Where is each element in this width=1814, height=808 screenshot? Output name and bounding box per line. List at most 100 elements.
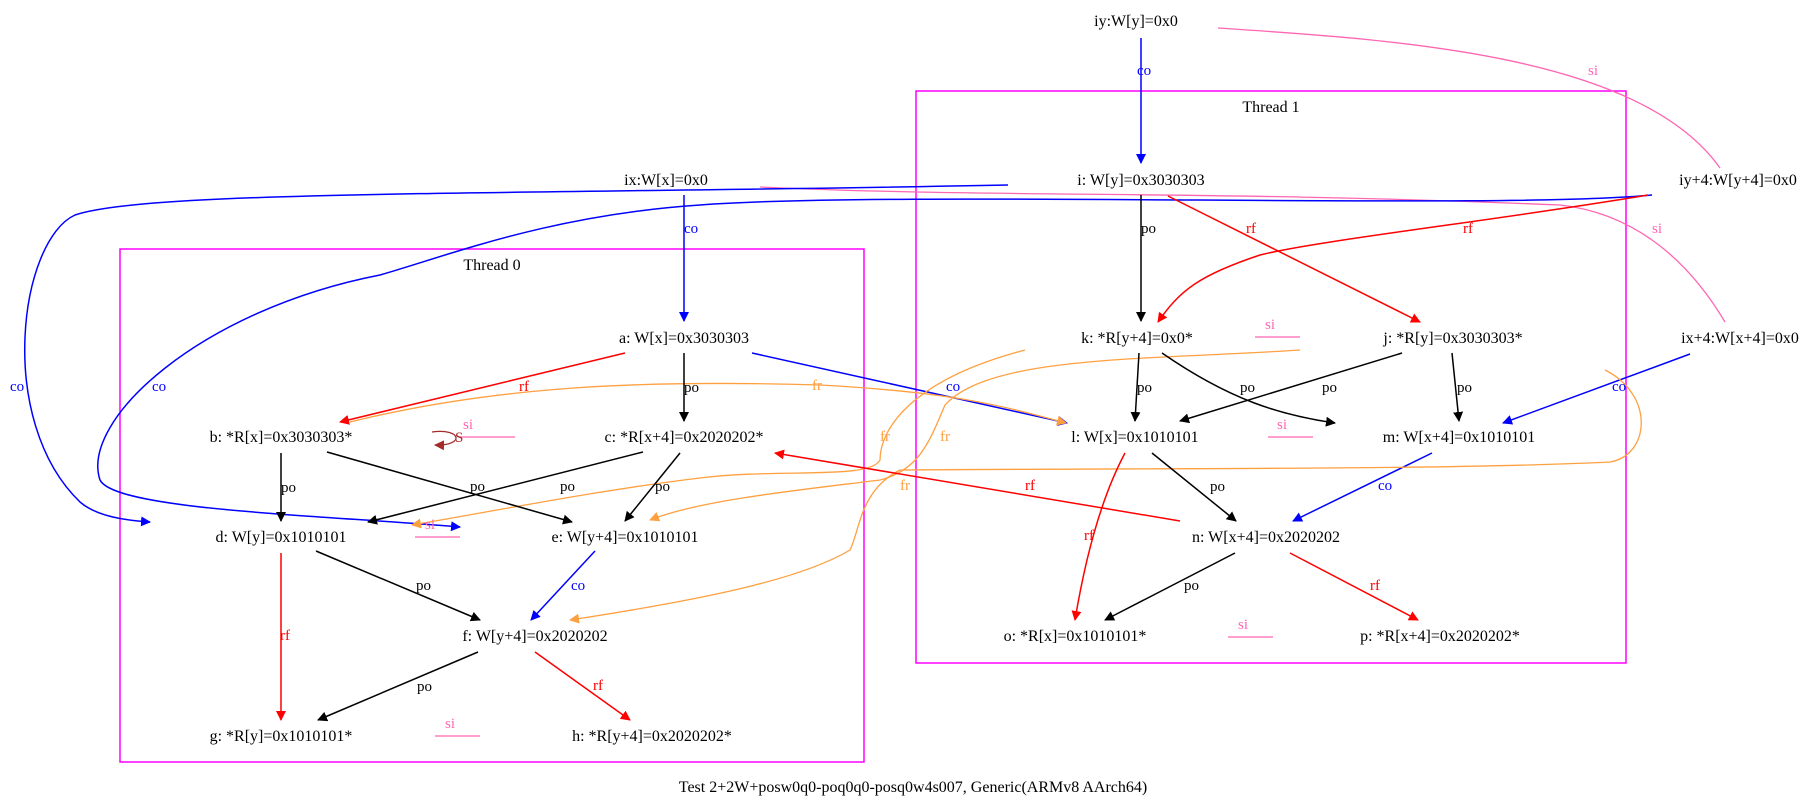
co-edge-a-l — [751, 352, 1068, 426]
po-edge-n-o — [1104, 552, 1236, 621]
node-c: c: *R[x+4]=0x2020202* — [605, 429, 764, 446]
node-a: a: W[x]=0x3030303 — [619, 330, 749, 347]
thread0-title: Thread 0 — [463, 257, 520, 274]
rf-edge-l-o — [1071, 452, 1126, 621]
co-label-ix-d: co — [10, 379, 24, 395]
si-label-l: si — [1277, 417, 1287, 433]
po-edge-k-l — [1130, 352, 1141, 422]
graph-caption: Test 2+2W+posw0q0-poq0q0-posq0w4s007, Ge… — [679, 779, 1147, 796]
rf-label-f-h: rf — [593, 678, 603, 694]
si-label-iy-iy4: si — [1588, 63, 1598, 79]
po-label-a-c: po — [684, 380, 699, 396]
rf-edges — [276, 194, 1649, 721]
node-ix4: ix+4:W[x+4]=0x0 — [1681, 330, 1799, 347]
rf-label-l-o: rf — [1084, 528, 1094, 544]
po-labels: po po po po po po po po po po po po po p… — [281, 221, 1472, 695]
si-label-ix-ix4: si — [1652, 221, 1662, 237]
po-label-k-m: po — [1240, 380, 1255, 396]
si-label-o: si — [1238, 617, 1248, 633]
rf-label-i-j: rf — [1246, 221, 1256, 237]
node-iy: iy:W[y]=0x0 — [1094, 13, 1178, 30]
node-i: i: W[y]=0x3030303 — [1077, 172, 1204, 189]
rf-edge-iy4-k — [1157, 194, 1649, 323]
co-label-a-l: co — [946, 379, 960, 395]
fr-label-k-e: fr — [940, 429, 950, 445]
rf-labels: rf rf rf rf rf rf rf rf — [280, 221, 1473, 694]
rf-label-n-c: rf — [1025, 478, 1035, 494]
po-label-c-e: po — [655, 479, 670, 495]
si-labels: si si si si si si si si — [425, 63, 1662, 732]
co-edge-ix4-m — [1502, 353, 1691, 425]
thread1-cluster — [915, 90, 1627, 664]
co-edges — [24, 38, 1691, 621]
po-edge-c-e — [624, 452, 681, 522]
node-e: e: W[y+4]=0x1010101 — [551, 529, 698, 546]
po-label-c-d: po — [560, 479, 575, 495]
co-edge-m-n — [1292, 452, 1433, 522]
po-label-j-m: po — [1457, 380, 1472, 396]
co-edge-ix-d — [24, 184, 1009, 527]
co-labels: co co co co co co co co — [10, 63, 1626, 594]
po-edge-b-e — [326, 451, 573, 525]
po-edge-l-n — [1151, 452, 1237, 522]
thread0-cluster — [119, 248, 865, 763]
fr-edge-k-e — [649, 349, 1301, 522]
co-edge-iy4-e — [97, 194, 1653, 532]
po-label-n-o: po — [1184, 578, 1199, 594]
si-label-b: si — [463, 417, 473, 433]
po-label-k-l: po — [1137, 380, 1152, 396]
rf-edge-f-h — [534, 651, 631, 721]
node-d: d: W[y]=0x1010101 — [216, 529, 347, 546]
po-edge-k-m — [1161, 352, 1336, 427]
fr-edge-k-d — [411, 349, 1026, 529]
co-label-m-n: co — [1378, 478, 1392, 494]
po-label-b-d: po — [281, 480, 296, 496]
si-label-d: si — [425, 517, 435, 533]
po-label-f-g: po — [417, 679, 432, 695]
co-label-iy4-e: co — [152, 379, 166, 395]
fr-edges — [349, 349, 1642, 624]
fr-labels: fr fr fr fr — [812, 378, 950, 494]
fr-label-b-l: fr — [812, 378, 822, 394]
fr-edge-j-f — [569, 369, 1642, 624]
po-label-d-f: po — [416, 578, 431, 594]
node-k: k: *R[y+4]=0x0* — [1081, 330, 1193, 347]
po-label-i-k: po — [1141, 221, 1156, 237]
node-m: m: W[x+4]=0x1010101 — [1383, 429, 1535, 446]
node-f: f: W[y+4]=0x2020202 — [462, 628, 607, 645]
si-edge-ix-ix4 — [759, 186, 1726, 323]
node-iy4: iy+4:W[y+4]=0x0 — [1679, 172, 1797, 189]
rf-edge-a-b — [339, 352, 626, 425]
po-label-l-n: po — [1210, 479, 1225, 495]
rf-edge-n-p — [1289, 552, 1419, 621]
rf-label-iy4-k: rf — [1463, 221, 1473, 237]
po-edge-j-m — [1451, 352, 1464, 422]
rf-label-n-p: rf — [1370, 578, 1380, 594]
po-label-j-l: po — [1322, 380, 1337, 396]
node-ix: ix:W[x]=0x0 — [624, 172, 708, 189]
po-edge-f-g — [317, 651, 479, 722]
self-loop-label-b: S — [455, 430, 463, 446]
self-loop-b — [431, 430, 457, 451]
node-p: p: *R[x+4]=0x2020202* — [1360, 628, 1520, 645]
node-h: h: *R[y+4]=0x2020202* — [572, 728, 732, 745]
node-b: b: *R[x]=0x3030303* — [210, 429, 353, 446]
co-label-ix4-m: co — [1612, 379, 1626, 395]
rf-edge-i-j — [1167, 195, 1421, 323]
rf-label-a-b: rf — [519, 379, 529, 395]
co-label-e-f: co — [571, 578, 585, 594]
fr-label-k-d: fr — [880, 429, 890, 445]
fr-edge-b-l — [349, 382, 1067, 426]
node-n: n: W[x+4]=0x2020202 — [1192, 529, 1340, 546]
co-label-iy-i: co — [1137, 63, 1151, 79]
co-label-ix-a: co — [684, 221, 698, 237]
rf-label-d-g: rf — [280, 628, 290, 644]
si-edge-iy-iy4 — [1217, 27, 1721, 169]
po-edge-j-l — [1179, 352, 1403, 424]
thread1-title: Thread 1 — [1242, 99, 1299, 116]
nodes: iy:W[y]=0x0 ix:W[x]=0x0 iy+4:W[y+4]=0x0 … — [210, 13, 1799, 745]
si-label-g: si — [445, 716, 455, 732]
si-edges — [415, 27, 1726, 737]
